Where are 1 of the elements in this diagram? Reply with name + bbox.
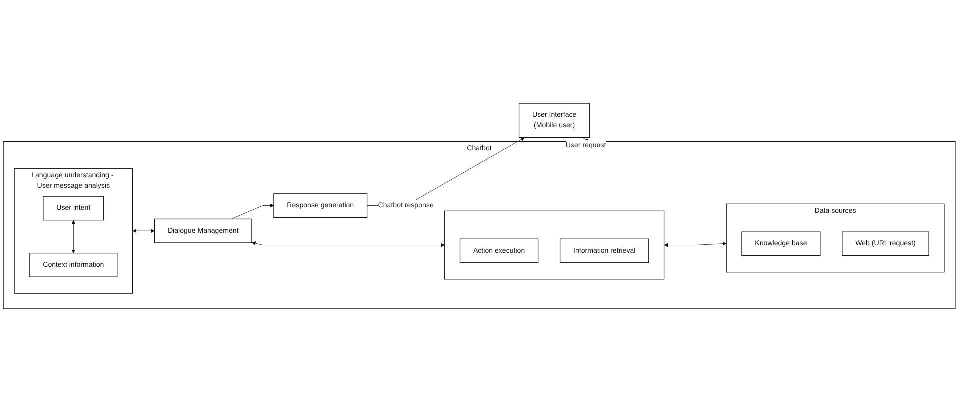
cluster [444,211,665,280]
